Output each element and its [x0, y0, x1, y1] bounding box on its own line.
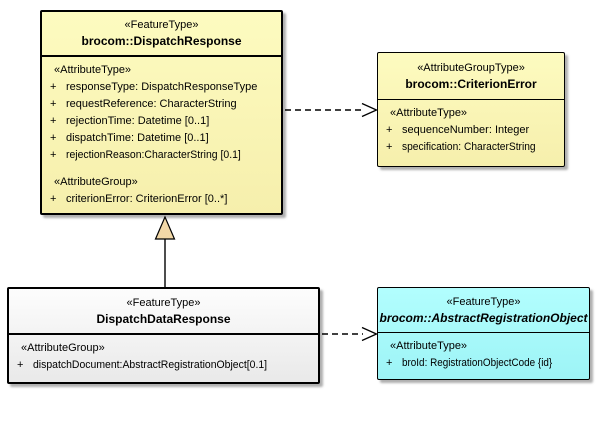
open-arrowhead-icon: [361, 102, 379, 118]
stereotype-label: «FeatureType»: [124, 19, 199, 31]
attribute-row: + broId: RegistrationObjectCode {id}: [378, 355, 589, 372]
attributes-compartment: «AttributeType» + broId: RegistrationObj…: [378, 333, 589, 372]
section-heading-attribute-group: «AttributeGroup»: [54, 176, 138, 188]
visibility-marker: +: [50, 193, 57, 205]
stereotype-label: «FeatureType»: [126, 296, 201, 309]
class-title: «FeatureType» brocom::DispatchResponse: [42, 12, 281, 57]
attribute-text: dispatchDocument:AbstractRegistrationObj…: [33, 359, 268, 371]
visibility-marker: +: [386, 141, 393, 153]
generalization-arrow[interactable]: [154, 215, 176, 287]
attribute-row: + requestReference: CharacterString: [42, 96, 281, 113]
section-heading-attribute-type: «AttributeType»: [390, 340, 468, 352]
attribute-text: requestReference: CharacterString: [66, 98, 237, 110]
open-arrowhead-icon: [361, 326, 379, 342]
stereotype-label: «FeatureType»: [446, 295, 521, 308]
visibility-marker: +: [386, 124, 393, 136]
attribute-row: + sequenceNumber: Integer: [378, 122, 564, 139]
attribute-text: rejectionTime: Datetime [0..1]: [66, 115, 210, 127]
attributes-compartment: «AttributeType» + sequenceNumber: Intege…: [378, 100, 564, 156]
attributes-compartment: «AttributeType» + responseType: Dispatch…: [42, 57, 281, 208]
attribute-row: + specification: CharacterString: [378, 139, 564, 156]
attribute-row: + dispatchTime: Datetime [0..1]: [42, 130, 281, 147]
stereotype-label: «AttributeGroupType»: [417, 61, 525, 74]
attribute-row: + rejectionReason:CharacterString [0.1]: [42, 147, 281, 164]
attribute-row: + responseType: DispatchResponseType: [42, 79, 281, 96]
attribute-row: + criterionError: CriterionError [0..*]: [42, 191, 281, 208]
visibility-marker: +: [386, 357, 393, 369]
class-box-dispatch-data-response[interactable]: «FeatureType» DispatchDataResponse «Attr…: [7, 287, 320, 384]
visibility-marker: +: [50, 81, 57, 93]
dependency-arrow-abstract-registration-object[interactable]: [322, 326, 379, 342]
class-name: brocom::DispatchResponse: [81, 34, 242, 48]
attribute-text: specification: CharacterString: [402, 141, 536, 153]
section-heading-attribute-group: «AttributeGroup»: [21, 342, 105, 354]
hollow-triangle-icon: [154, 215, 176, 240]
attribute-text: responseType: DispatchResponseType: [66, 81, 258, 93]
visibility-marker: +: [50, 98, 57, 110]
visibility-marker: +: [50, 115, 57, 127]
visibility-marker: +: [17, 359, 24, 371]
section-heading-attribute-type: «AttributeType»: [390, 107, 468, 119]
class-name: DispatchDataResponse: [96, 311, 231, 326]
dependency-arrow-criterion-error[interactable]: [285, 102, 379, 118]
section-heading-attribute-type: «AttributeType»: [54, 64, 132, 76]
attribute-row: + dispatchDocument:AbstractRegistrationO…: [9, 357, 318, 374]
class-box-criterion-error[interactable]: «AttributeGroupType» brocom::CriterionEr…: [377, 52, 565, 167]
class-box-abstract-registration-object[interactable]: «FeatureType» brocom::AbstractRegistrati…: [377, 287, 590, 380]
visibility-marker: +: [50, 149, 57, 161]
attributes-compartment: «AttributeGroup» + dispatchDocument:Abst…: [9, 335, 318, 374]
attribute-text: dispatchTime: Datetime [0..1]: [66, 132, 209, 144]
class-title: «FeatureType» DispatchDataResponse: [9, 289, 318, 335]
visibility-marker: +: [50, 132, 57, 144]
class-name: brocom::AbstractRegistrationObject: [379, 310, 588, 325]
attribute-text: broId: RegistrationObjectCode {id}: [402, 357, 553, 369]
attribute-text: sequenceNumber: Integer: [402, 124, 530, 136]
attribute-row: + rejectionTime: Datetime [0..1]: [42, 113, 281, 130]
class-box-dispatch-response[interactable]: «FeatureType» brocom::DispatchResponse «…: [40, 10, 283, 215]
class-title: «FeatureType» brocom::AbstractRegistrati…: [378, 288, 589, 333]
attribute-text: criterionError: CriterionError [0..*]: [66, 193, 228, 205]
class-name: brocom::CriterionError: [405, 76, 537, 91]
class-title: «AttributeGroupType» brocom::CriterionEr…: [378, 53, 564, 100]
attribute-text: rejectionReason:CharacterString [0.1]: [66, 149, 241, 161]
